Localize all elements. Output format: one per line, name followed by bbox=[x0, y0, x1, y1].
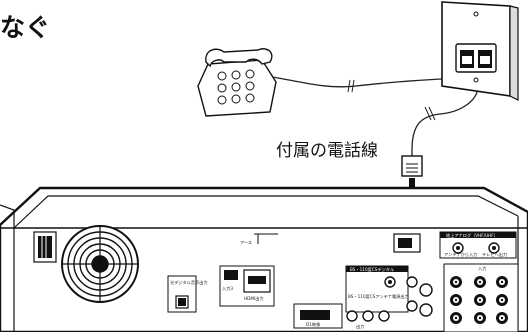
terrestrial-antenna-block: 地上アナログ（VHF/UHF） アンテナから入力 テレビへ出力 bbox=[439, 231, 517, 259]
cooling-fan-icon bbox=[61, 225, 139, 303]
input3-label: 入力3 bbox=[222, 285, 233, 292]
phone-cable bbox=[251, 73, 459, 88]
page-heading: なぐ bbox=[0, 13, 51, 42]
cable-break-mark bbox=[347, 79, 355, 93]
av-input-block: 入力 bbox=[419, 263, 519, 332]
bs-cs-digital-block: BS・110度CSデジタル BS・110度CSアンテナ電源出力 bbox=[345, 265, 418, 313]
wall-jack-icon bbox=[441, 1, 519, 101]
supplied-phone-cable bbox=[411, 85, 479, 156]
modular-plug-icon bbox=[401, 155, 423, 177]
digital-audio-out-port: 光デジタル音声出力 bbox=[167, 275, 208, 313]
video-in-label: 入力 bbox=[478, 265, 486, 272]
tv-out-label: テレビへ出力 bbox=[482, 251, 507, 258]
terrestrial-label: 地上アナログ（VHF/UHF） bbox=[446, 232, 498, 239]
d-terminal-block: D1映像 出力 bbox=[293, 303, 390, 330]
bs-cs-label: BS・110度CSデジタル bbox=[350, 266, 394, 273]
ground-label: アース bbox=[240, 240, 252, 246]
av-out-label: 出力 bbox=[356, 323, 364, 330]
supplied-cable-label: 付属の電話線 bbox=[276, 141, 378, 161]
recorder-phone-jack bbox=[393, 233, 421, 253]
digital-audio-label: 光デジタル音声出力 bbox=[170, 279, 208, 286]
input3-hdmi-block: 入力3 HDMI出力 bbox=[219, 265, 275, 307]
antenna-in-label: アンテナから入力 bbox=[444, 251, 477, 258]
telephone-icon bbox=[197, 48, 277, 117]
cable-break-mark-2 bbox=[424, 106, 436, 121]
ground-terminal: アース bbox=[240, 233, 278, 246]
bs-cs-out-label: BS・110度CSアンテナ電源出力 bbox=[348, 293, 409, 300]
d-terminal-label: D1映像 bbox=[306, 321, 321, 328]
hdmi-label: HDMI出力 bbox=[244, 295, 264, 302]
